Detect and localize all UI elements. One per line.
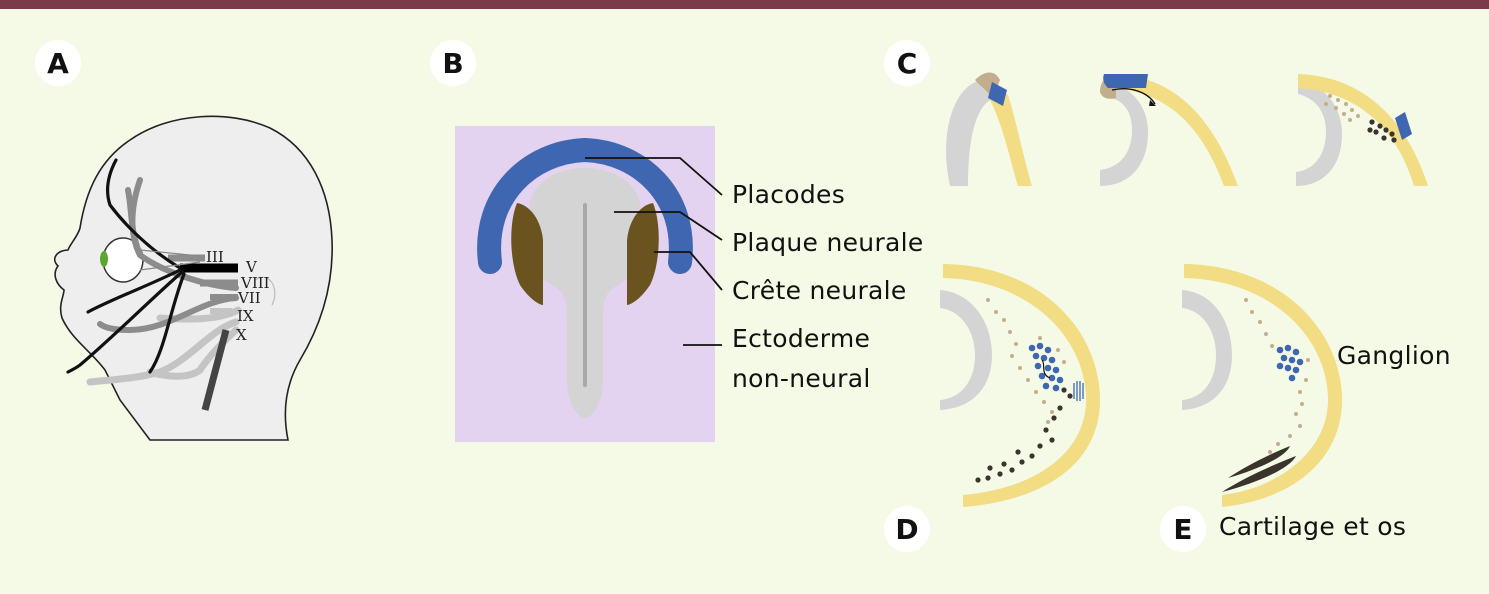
label-placodes: Placodes: [732, 180, 846, 209]
label-ganglion: Ganglion: [1337, 341, 1451, 370]
panel-letter-c: C: [884, 40, 930, 86]
panel-letter-b: B: [430, 40, 476, 86]
nerve-label-viii: VIII: [240, 274, 270, 292]
head-diagram: III V VIII VII IX X: [53, 115, 333, 441]
stage-e: [1182, 264, 1342, 507]
top-accent-bar: [0, 0, 1489, 9]
iris-icon: [100, 251, 108, 267]
panel-letter-d: D: [884, 506, 930, 552]
nerve-label-x: X: [236, 326, 247, 344]
label-ectoderme-line2: non-neural: [732, 364, 871, 393]
label-plaque-neurale: Plaque neurale: [732, 228, 924, 257]
leader-plaque: [614, 211, 723, 241]
stage-c-1: [946, 72, 1032, 186]
neural-crest-right: [627, 203, 659, 305]
stage-c-2: [1100, 74, 1238, 186]
label-ectoderme-line1: Ectoderme: [732, 324, 871, 353]
nerve-label-ix: IX: [237, 307, 254, 325]
leader-crete: [654, 251, 723, 291]
nerve-label-iii: III: [206, 248, 224, 266]
neural-plate-diagram: [455, 126, 723, 442]
label-crete-neurale: Crête neurale: [732, 276, 907, 305]
nerve-label-v: V: [245, 258, 258, 276]
panel-letter-a: A: [35, 40, 81, 86]
cartilage-piece-2: [1228, 446, 1290, 478]
panel-letter-e: E: [1160, 506, 1206, 552]
nerve-label-vii: VII: [237, 289, 261, 307]
stage-d: [940, 264, 1100, 507]
placodes-band: [477, 137, 693, 274]
cartilage-piece-1: [1222, 456, 1296, 492]
leader-placodes: [585, 157, 723, 196]
label-cartilage: Cartilage et os: [1219, 512, 1407, 541]
stage-c-3: [1296, 74, 1428, 186]
neural-crest-left: [511, 203, 543, 305]
